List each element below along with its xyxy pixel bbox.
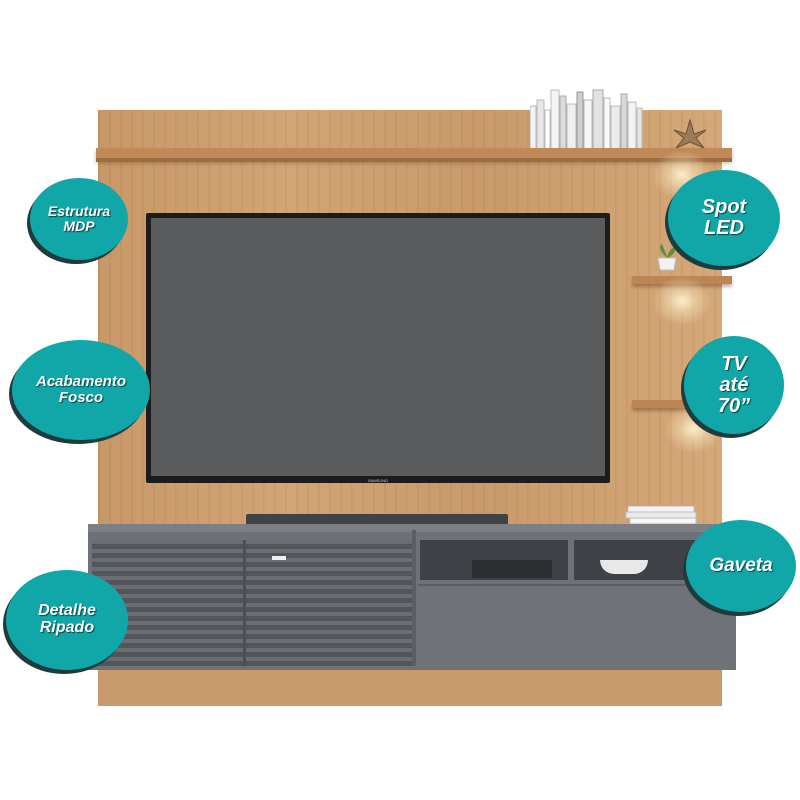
- door-slat: [92, 544, 414, 549]
- door-slat: [92, 553, 414, 558]
- decor-ornament: [670, 116, 710, 150]
- door-divider: [243, 540, 246, 666]
- tv-screen: [151, 218, 605, 476]
- door-slat: [92, 661, 414, 666]
- door-slat: [92, 625, 414, 630]
- led-light-glow: [652, 276, 712, 326]
- callout-tv-text: TV até 70”: [717, 352, 751, 417]
- media-device: [472, 560, 552, 578]
- callout-gaveta: Gaveta: [686, 520, 796, 612]
- door-slat: [92, 652, 414, 657]
- callout-acabamento-text: Acabamento Fosco: [35, 373, 127, 406]
- door-handle: [272, 556, 286, 560]
- callout-spot-led: Spot LED: [668, 170, 780, 266]
- callout-detalhe-text: Detalhe Ripado: [38, 602, 96, 636]
- rack-top: [88, 524, 736, 532]
- callout-acabamento-fosco: Acabamento Fosco: [12, 340, 150, 440]
- book-row: [529, 86, 660, 151]
- door-slat: [92, 643, 414, 648]
- callout-spot-text: Spot LED: [701, 196, 747, 239]
- callout-estrutura-mdp: Estrutura MDP: [30, 178, 128, 260]
- door-slat: [92, 634, 414, 639]
- side-shelf-lower: [632, 400, 712, 408]
- soundbar: [246, 514, 508, 526]
- callout-detalhe-ripado: Detalhe Ripado: [6, 570, 128, 670]
- door-slat: [92, 580, 414, 585]
- door-slat: [92, 562, 414, 567]
- rack-divider: [412, 530, 416, 666]
- door-slat: [92, 589, 414, 594]
- wood-base: [98, 670, 722, 706]
- door-slat: [92, 598, 414, 603]
- top-shelf: [96, 148, 732, 160]
- decor-bowl: [600, 560, 648, 574]
- top-shelf-edge: [96, 158, 732, 162]
- callout-estrutura-text: Estrutura MDP: [47, 203, 111, 234]
- callout-tv-70: TV até 70”: [684, 336, 784, 434]
- callout-gaveta-text: Gaveta: [709, 555, 773, 577]
- tv-brand-logo: SAMSUNG: [367, 478, 389, 483]
- door-slat: [92, 571, 414, 576]
- door-slat: [92, 607, 414, 612]
- plant-pot: [652, 242, 682, 272]
- drawer: [418, 584, 730, 668]
- door-slat: [92, 616, 414, 621]
